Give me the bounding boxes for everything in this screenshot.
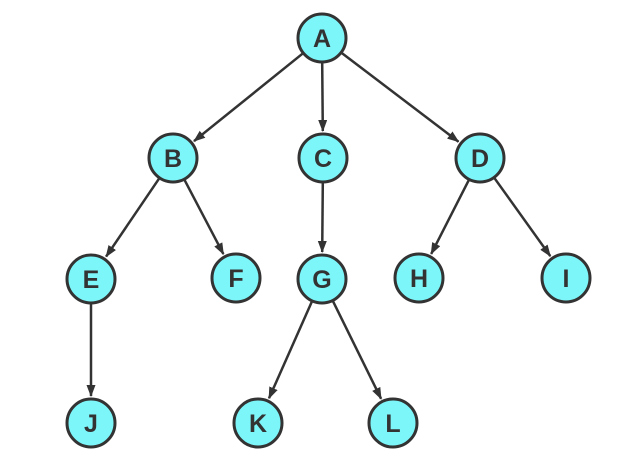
node-G: G — [296, 253, 348, 305]
node-B: B — [147, 132, 199, 184]
node-A: A — [296, 12, 348, 64]
node-circle-C — [297, 132, 349, 184]
node-D: D — [454, 132, 506, 184]
edges-layer — [86, 52, 552, 400]
node-circle-H — [393, 252, 445, 304]
node-label-K: K — [249, 410, 267, 438]
node-label-I: I — [563, 265, 570, 293]
edge-C-G — [317, 182, 327, 253]
edge-A-B — [193, 52, 304, 143]
node-circle-I — [540, 252, 592, 304]
node-K: K — [232, 397, 284, 449]
node-label-F: F — [228, 265, 243, 293]
edge-D-H — [430, 179, 470, 255]
node-circle-B — [147, 132, 199, 184]
node-E: E — [65, 253, 117, 305]
nodes-layer: A B C D E F G H I J K L — [65, 12, 592, 449]
edge-G-K — [267, 301, 313, 400]
node-circle-J — [65, 397, 117, 449]
edge-D-I — [493, 177, 552, 257]
node-label-C: C — [314, 145, 332, 173]
node-circle-G — [296, 253, 348, 305]
node-label-E: E — [83, 266, 100, 294]
node-label-H: H — [410, 265, 428, 293]
node-F: F — [210, 252, 262, 304]
node-label-G: G — [312, 266, 331, 294]
node-circle-K — [232, 397, 284, 449]
node-label-J: J — [84, 410, 98, 438]
node-label-D: D — [471, 145, 489, 173]
node-J: J — [65, 397, 117, 449]
node-circle-A — [296, 12, 348, 64]
edge-A-C — [318, 62, 328, 132]
edge-G-L — [331, 300, 383, 400]
node-C: C — [297, 132, 349, 184]
node-H: H — [393, 252, 445, 304]
node-label-A: A — [313, 25, 331, 53]
node-label-L: L — [385, 410, 400, 438]
edge-B-E — [105, 177, 161, 258]
node-circle-F — [210, 252, 262, 304]
node-circle-L — [367, 397, 419, 449]
node-L: L — [367, 397, 419, 449]
node-label-B: B — [164, 145, 182, 173]
node-circle-D — [454, 132, 506, 184]
node-I: I — [540, 252, 592, 304]
edge-A-D — [341, 52, 460, 143]
node-circle-E — [65, 253, 117, 305]
edge-B-F — [183, 179, 225, 255]
